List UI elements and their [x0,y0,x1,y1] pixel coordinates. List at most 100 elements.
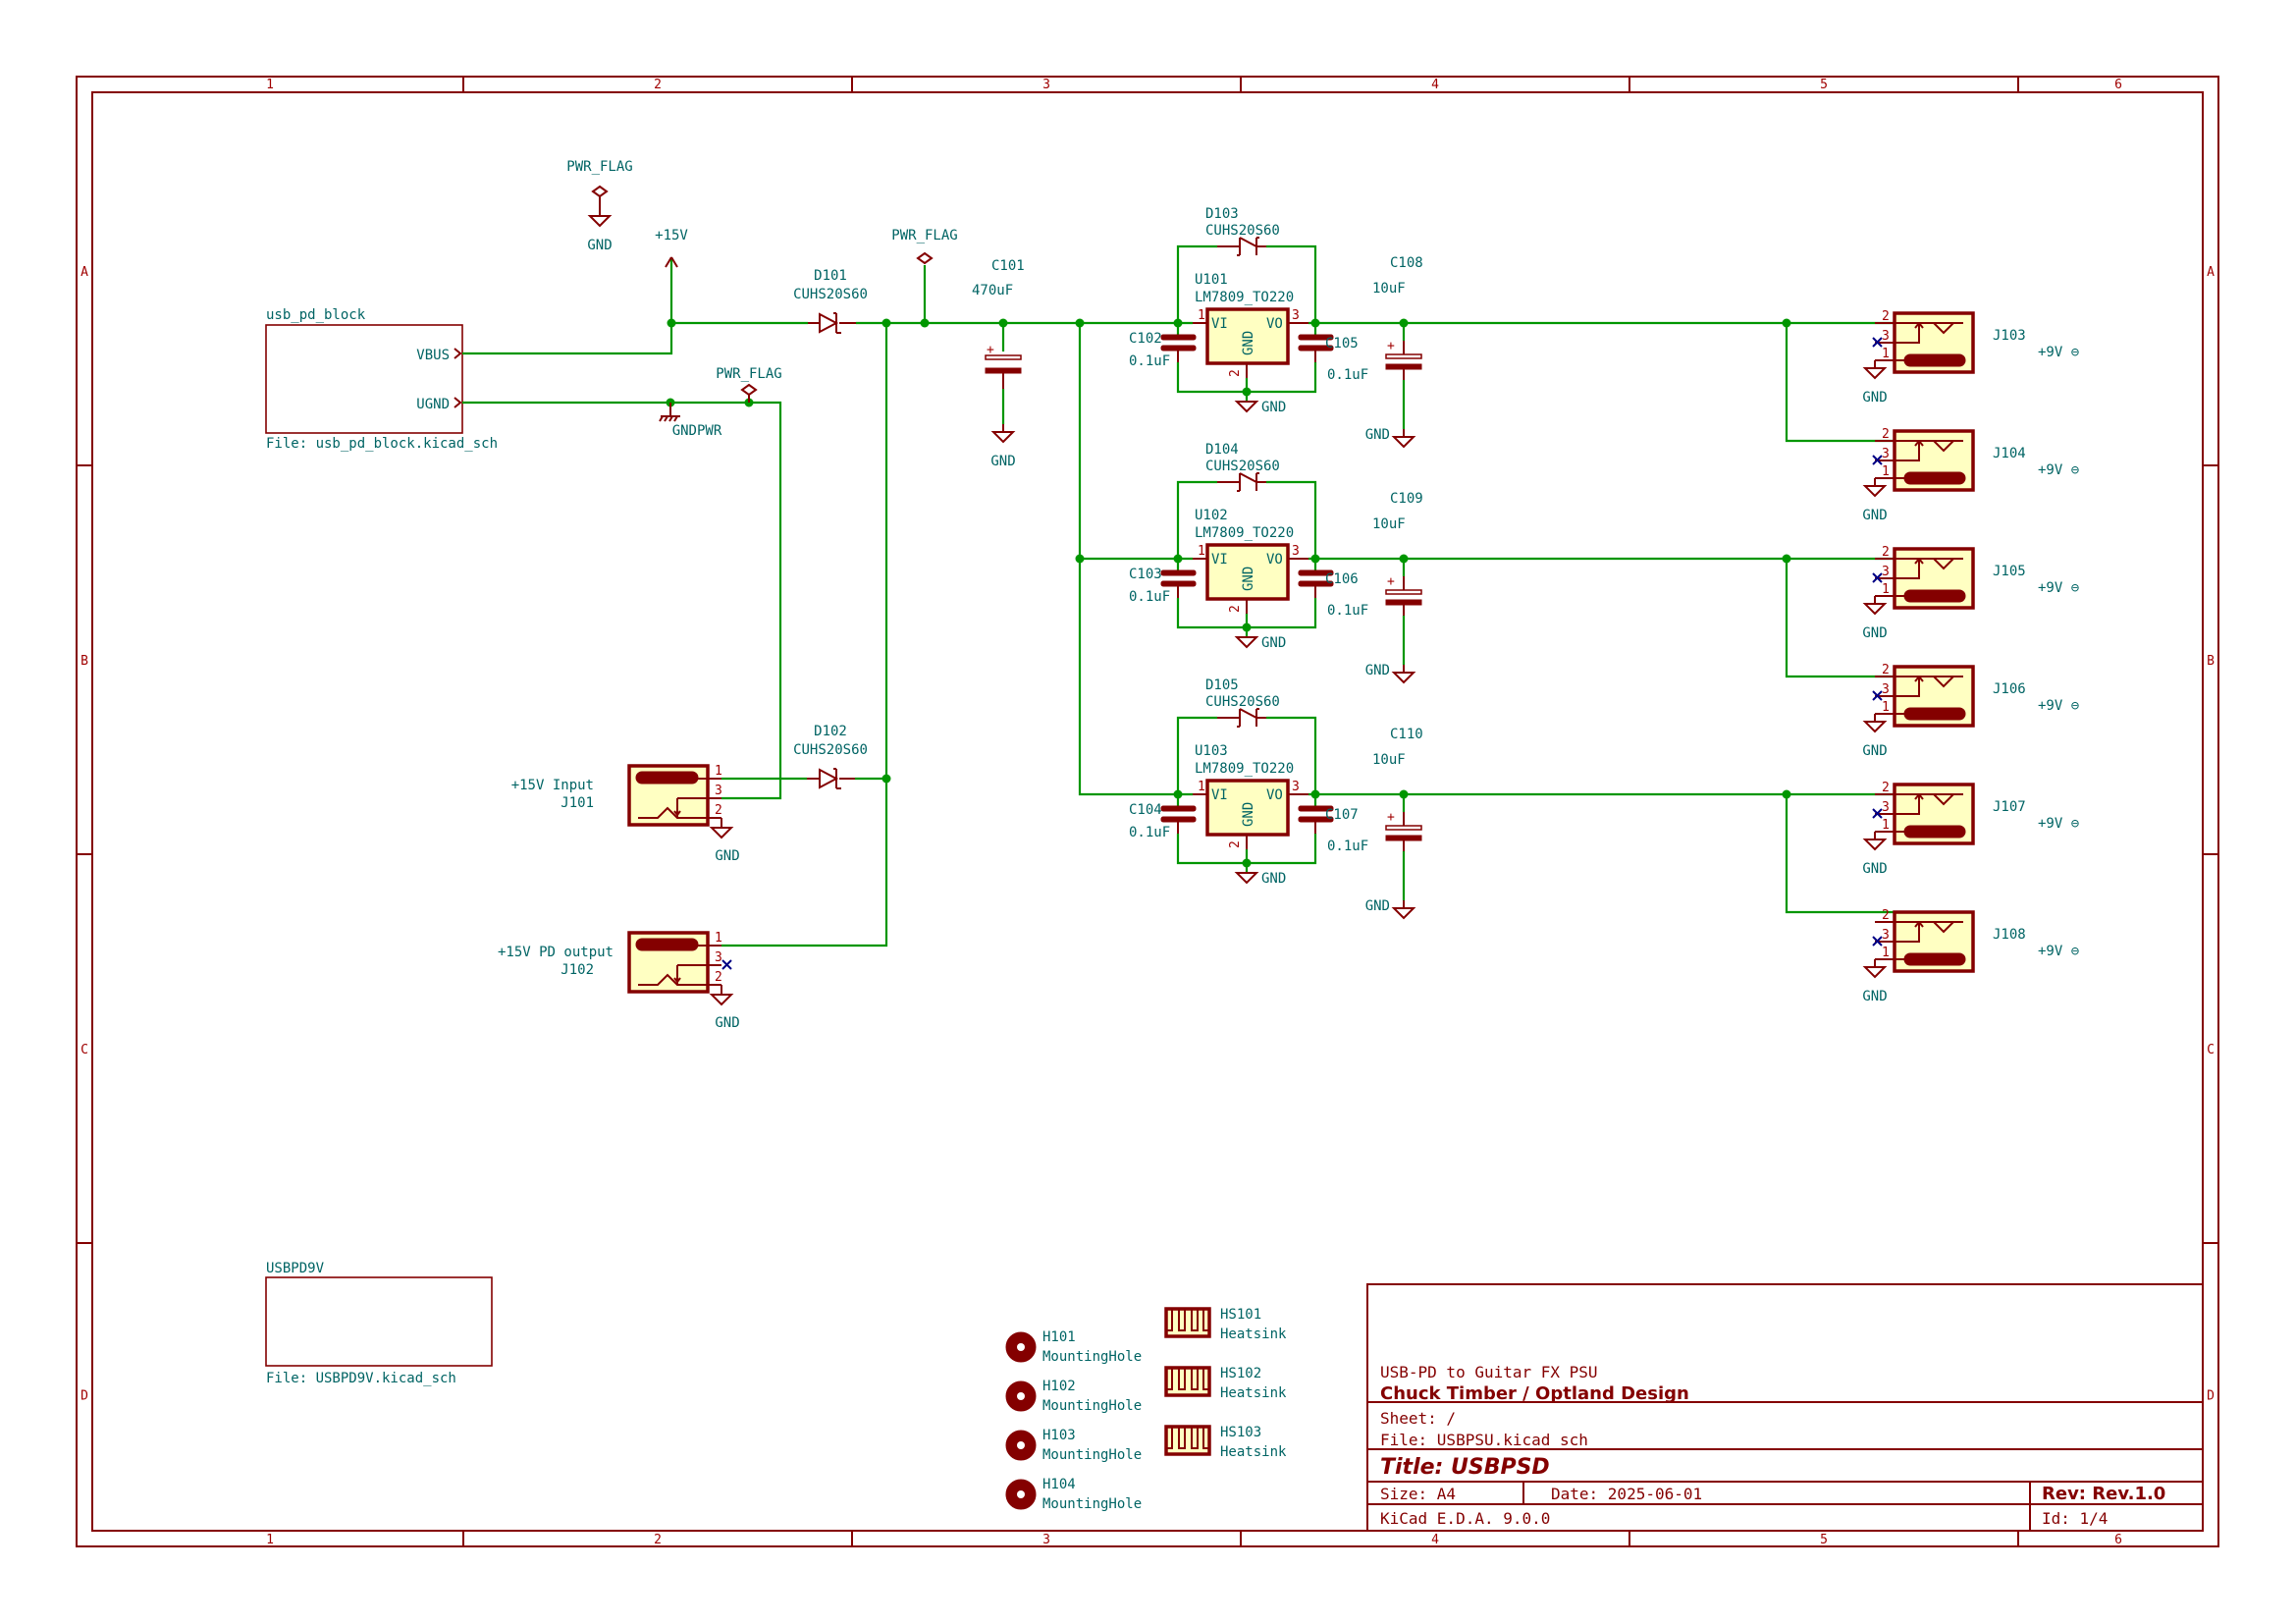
pin-number: 1 [1198,308,1205,323]
title-id: Id: 1/4 [2042,1509,2108,1528]
ref-label: C105 [1325,336,1359,352]
pwr-flag-gndpwr[interactable]: PWR_FLAG GNDPWR [659,366,782,439]
frame-column-label: 5 [1820,78,1828,92]
sheet-pin-vbus: VBUS [416,348,450,363]
pwr-flag-bus[interactable]: PWR_FLAG [891,228,958,265]
ref-label: J101 [561,795,594,811]
ref-label: C102 [1129,331,1162,347]
pin-number: 2 [715,803,722,818]
value-label: +9V ⊖ [2038,698,2080,714]
frame-column-label: 6 [2114,1533,2122,1547]
title-company: Chuck Timber / Optland Design [1380,1383,1689,1404]
frame-column-label: 1 [266,1533,274,1547]
no-connect-icon [1872,337,1883,348]
value-label: MountingHole [1042,1496,1142,1512]
pin-number: 2 [1882,427,1890,442]
gnd-label: GND [715,1015,739,1031]
title-title: Title: USBPSD [1380,1455,1550,1480]
svg-text:+: + [1387,574,1395,589]
value-label: +9V ⊖ [2038,580,2080,596]
pwr-flag-gnd[interactable]: PWR_FLAG GND [566,159,632,253]
connector-j101[interactable]: +15V Input J101 1 3 2 GND [511,764,740,864]
pin-number: 3 [1882,447,1890,461]
frame-column-label: 2 [654,1533,662,1547]
pin-number: 3 [715,950,722,965]
capacitor-c101[interactable]: C101 470uF + GND [972,258,1025,469]
pin-number: 1 [1882,464,1890,479]
frame-column-label: 6 [2114,78,2122,92]
value-label: +9V ⊖ [2038,345,2080,360]
svg-text:+: + [1387,339,1395,353]
pwr-flag-label: PWR_FLAG [891,228,957,244]
gnd-label: GND [1365,898,1390,914]
gnd-label: GND [1261,400,1286,415]
pin-name-gnd: GND [1241,331,1256,355]
title-tool: KiCad E.D.A. 9.0.0 [1380,1509,1550,1528]
value-label: 10uF [1372,281,1406,297]
no-connect-icon [721,959,732,970]
gnd-label: GND [1862,625,1887,641]
frame-row-label: A [2207,265,2215,280]
sheet-pin-ugnd: UGND [416,397,450,412]
no-connect-icon [1872,690,1883,701]
sheet-file: File: USBPD9V.kicad_sch [266,1371,456,1386]
input-wires [462,257,1178,947]
ref-label: J106 [1993,681,2026,697]
value-label: 0.1uF [1327,603,1368,619]
ref-label: D102 [814,724,847,739]
ref-label: H101 [1042,1329,1076,1345]
sheet-usb-pd-block[interactable]: usb_pd_block File: usb_pd_block.kicad_sc… [265,307,498,452]
value-label: 470uF [972,283,1013,298]
pin-number: 2 [715,970,722,985]
diode-d102[interactable]: D102 CUHS20S60 [793,724,868,789]
value-label: +9V ⊖ [2038,816,2080,832]
value-label: LM7809_TO220 [1195,525,1294,541]
pin-name-vo: VO [1266,787,1283,803]
diode-d101[interactable]: D101 CUHS20S60 [793,268,868,334]
connector-j102[interactable]: +15V PD output J102 1 3 2 GND [498,931,740,1031]
value-label: CUHS20S60 [793,742,868,758]
pin-number: 2 [1882,545,1890,560]
pin-name-vo: VO [1266,316,1283,332]
no-connect-icon [1872,808,1883,819]
ref-label: C104 [1129,802,1162,818]
plus-sign: + [987,343,994,357]
sheet-usbpd9v[interactable]: USBPD9V File: USBPD9V.kicad_sch [265,1261,493,1386]
value-label: +9V ⊖ [2038,944,2080,959]
pin-number: 1 [1882,700,1890,715]
gnd-label: GND [1365,427,1390,443]
pin-name-gnd: GND [1241,567,1256,591]
power-15v[interactable]: +15V [655,228,688,268]
ref-label: D105 [1205,677,1239,693]
ref-label: D103 [1205,206,1239,222]
